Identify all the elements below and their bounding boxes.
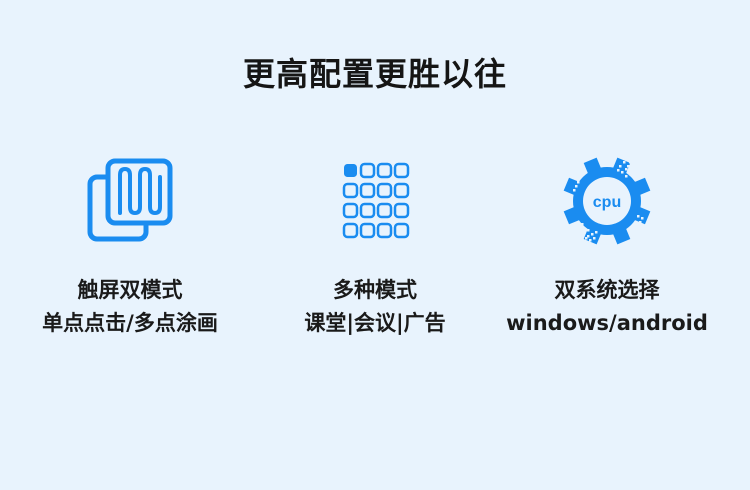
grid-cell — [359, 222, 376, 239]
feature-multi-mode: 多种模式 课堂|会议|广告 — [250, 155, 500, 338]
gear-pixel-dot — [589, 239, 592, 242]
gear-pixel-dot — [631, 169, 634, 172]
grid-cell — [376, 182, 393, 199]
gear-pixel-dot — [635, 171, 638, 174]
grid-cell — [359, 202, 376, 219]
gear-pixel-dot — [575, 185, 578, 188]
gear-pixel-dot — [583, 227, 586, 230]
feature-touch-screen: 触屏双模式 单点点击/多点涂画 — [5, 155, 255, 338]
grid-cell — [393, 222, 410, 239]
feature-title: 双系统选择 — [554, 278, 660, 302]
grid-cell — [393, 182, 410, 199]
feature-dual-system: cpu 双系统选择 windows/android — [482, 155, 732, 338]
grid-cell — [359, 182, 376, 199]
feature-title: 触屏双模式 — [77, 278, 183, 302]
gear-pixel-dot — [591, 233, 594, 236]
gear-pixel-dot — [633, 177, 636, 180]
grid-cell — [342, 182, 359, 199]
gear-pixel-dot — [623, 161, 626, 164]
touch-screen-icon — [87, 158, 173, 242]
feature-title: 多种模式 — [333, 278, 417, 302]
feature-subtitle: windows/android — [506, 311, 708, 335]
grid-cell — [376, 202, 393, 219]
grid-cell — [393, 162, 410, 179]
gear-pixel-dot — [625, 168, 628, 171]
gear-pixel-dot — [583, 241, 586, 244]
gear-pixel-dot — [593, 237, 596, 240]
feature-list: 触屏双模式 单点点击/多点涂画 多种模式 课堂|会议|广告 cpu 双系统选择 … — [0, 155, 750, 355]
gear-pixel-dot — [577, 181, 580, 184]
gear-pixel-dot — [633, 165, 636, 168]
gear-pixel-dot — [619, 165, 622, 168]
grid-cell — [393, 202, 410, 219]
gear-pixel-dot — [587, 229, 590, 232]
grid-cell — [342, 222, 359, 239]
page-title: 更高配置更胜以往 — [242, 55, 507, 93]
grid-cell — [359, 162, 376, 179]
gear-pixel-dot — [625, 175, 628, 178]
gear-pixel-dot — [635, 225, 638, 228]
gear-pixel-dot — [573, 189, 576, 192]
gear-pixel-dot — [629, 161, 632, 164]
feature-subtitle: 课堂|会议|广告 — [304, 311, 446, 335]
gear-pixel-dot — [577, 227, 580, 230]
gear-pixel-dot — [581, 223, 584, 226]
gear-pixel-dot — [639, 221, 642, 224]
gear-pixel-dot — [585, 237, 588, 240]
grid-modes-icon — [342, 162, 410, 239]
gear-pixel-dot — [621, 171, 624, 174]
gear-pixel-dot — [637, 215, 640, 218]
gear-pixel-dot — [617, 169, 620, 172]
grid-cell — [376, 162, 393, 179]
gear-pixel-dot — [627, 165, 630, 168]
gear-pixel-dot — [587, 235, 590, 238]
gear-pixel-dot — [641, 217, 644, 220]
grid-cell — [376, 222, 393, 239]
gear-pixel-dot — [595, 231, 598, 234]
gear-pixel-dot — [629, 173, 632, 176]
cpu-gear-icon: cpu — [563, 157, 651, 245]
gear-pixel-dot — [637, 175, 640, 178]
gear-pixel-dot — [579, 231, 582, 234]
feature-subtitle: 单点点击/多点涂画 — [42, 311, 218, 335]
grid-cell-selected — [344, 164, 357, 177]
grid-cell — [342, 202, 359, 219]
cpu-label: cpu — [593, 194, 621, 211]
